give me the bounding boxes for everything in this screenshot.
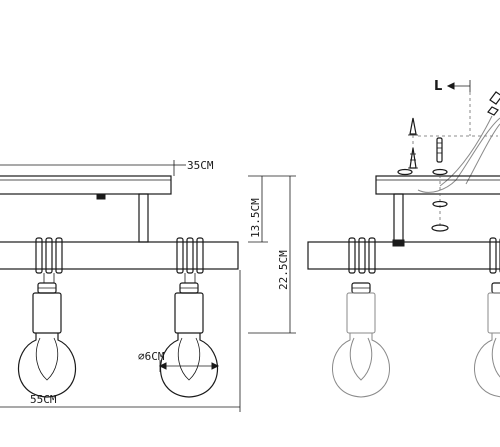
assembly-clamp-right	[489, 237, 500, 274]
bulb-diameter-dimension: ⌀6CM	[138, 350, 220, 372]
socket-right	[174, 282, 204, 334]
width-dimension-label: 55CM	[30, 393, 57, 406]
wall-anchor	[418, 135, 498, 163]
assembly-view: L	[307, 79, 500, 398]
height-min-label: 13.5CM	[249, 198, 262, 238]
depth-dimension-label: 35CM	[187, 159, 214, 172]
assembly-socket-left	[346, 282, 376, 334]
main-bar	[0, 241, 239, 270]
lamp-clamp-left	[35, 237, 63, 283]
canopy-washers	[397, 168, 449, 232]
lamp-clamp-right	[176, 237, 204, 283]
front-elevation-view: 35CM ⌀6CM 55CM 13.5CM 22.5CM	[0, 159, 296, 412]
assembly-bulb-right	[474, 333, 500, 398]
width-dimension: 55CM	[0, 270, 241, 412]
stem	[138, 193, 149, 243]
assembly-bulb-left	[332, 333, 390, 398]
wire-length-label: L	[434, 79, 442, 94]
assembly-main-bar	[307, 241, 500, 270]
depth-dimension: 35CM	[0, 159, 214, 176]
height-max-label: 22.5CM	[277, 250, 290, 290]
mounting-screws	[408, 117, 418, 169]
bulb-diameter-label: ⌀6CM	[138, 350, 165, 363]
assembly-canopy	[375, 175, 500, 195]
assembly-stem	[393, 193, 404, 243]
height-dimensions: 13.5CM 22.5CM	[248, 175, 296, 334]
socket-left	[32, 282, 62, 334]
assembly-socket-right	[487, 282, 500, 334]
bulb-right	[159, 333, 219, 398]
ceiling-canopy	[0, 175, 172, 195]
assembly-clamp-left	[348, 237, 376, 274]
bulb-left	[17, 333, 77, 398]
wire-connector	[417, 91, 500, 193]
canopy-screw	[96, 193, 106, 200]
